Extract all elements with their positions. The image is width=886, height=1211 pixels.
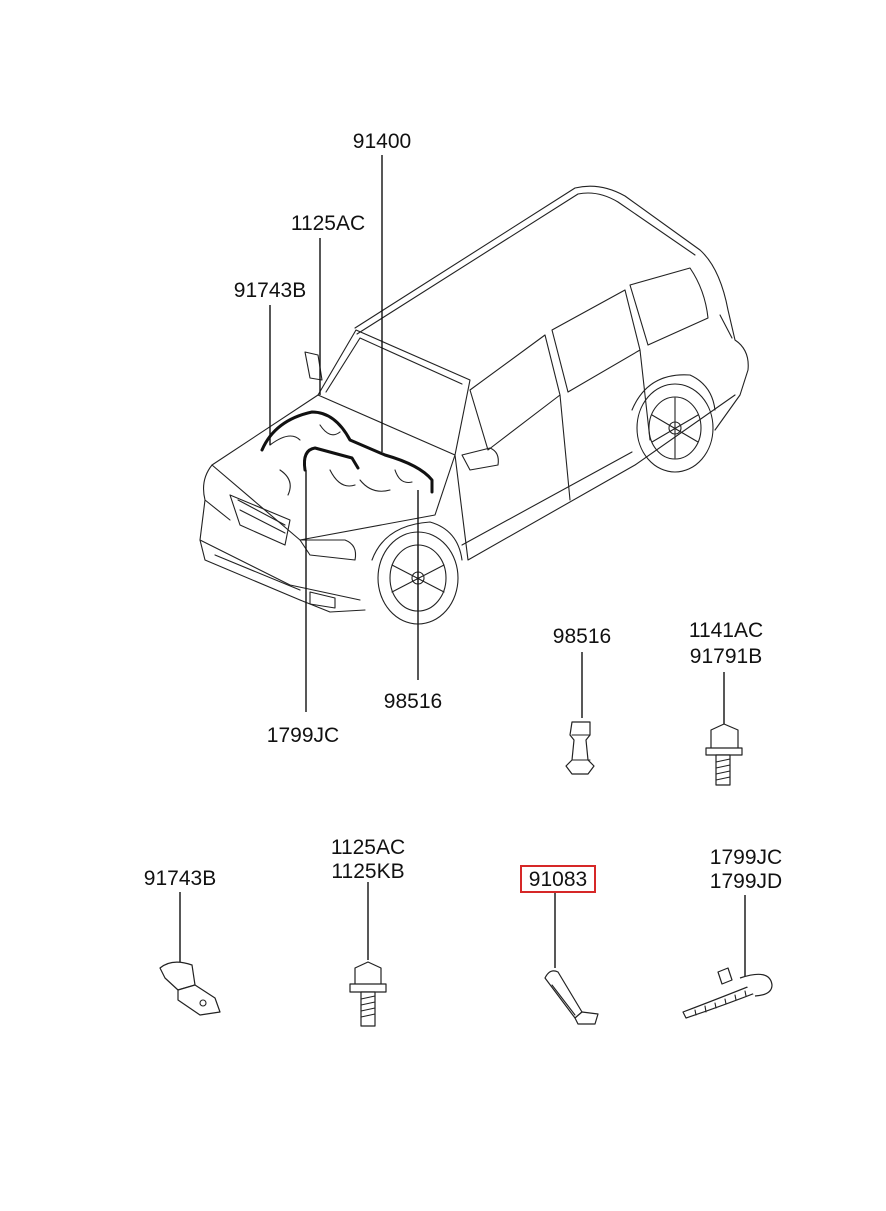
leader-lines [179, 155, 746, 978]
cable-tie-part-1799jc [682, 967, 773, 1019]
bracket-part-91743b [159, 961, 221, 1016]
label-1799jc-car[interactable]: 1799JC [267, 724, 339, 747]
label-98516-part[interactable]: 98516 [553, 625, 611, 648]
label-1125kb[interactable]: 1125KB [331, 860, 404, 883]
part-labels: 91400 1125AC 91743B 98516 1799JC 98516 1… [144, 130, 782, 893]
label-1125ac-part[interactable]: 1125AC [331, 836, 405, 859]
label-91743b-part[interactable]: 91743B [144, 867, 216, 890]
label-1125ac-top[interactable]: 1125AC [291, 212, 365, 235]
vehicle-drawing [199, 185, 749, 625]
label-1141ac[interactable]: 1141AC [689, 619, 763, 642]
bolt-part-1141ac [705, 723, 743, 786]
label-1799jc-part[interactable]: 1799JC [710, 846, 782, 869]
grommet-part-98516 [565, 721, 595, 775]
label-91083[interactable]: 91083 [529, 868, 587, 891]
wiring-harness [260, 410, 434, 496]
highlight-box-91083 [520, 865, 596, 893]
clip-part-91083 [544, 970, 599, 1025]
label-91791b[interactable]: 91791B [690, 645, 762, 668]
label-91400[interactable]: 91400 [353, 130, 411, 153]
label-1799jd[interactable]: 1799JD [710, 870, 782, 893]
label-98516-car[interactable]: 98516 [384, 690, 442, 713]
label-91743b-top[interactable]: 91743B [234, 279, 306, 302]
bolt-part-1125ac [349, 961, 387, 1027]
